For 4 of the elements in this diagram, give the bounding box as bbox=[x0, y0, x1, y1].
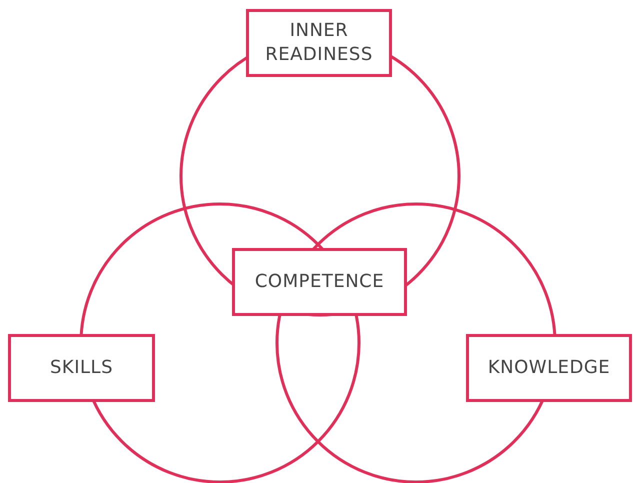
node-label: INNER READINESS bbox=[264, 19, 374, 67]
node-label: SKILLS bbox=[50, 356, 114, 380]
node-label: COMPETENCE bbox=[254, 270, 384, 294]
node-label: KNOWLEDGE bbox=[488, 356, 610, 380]
